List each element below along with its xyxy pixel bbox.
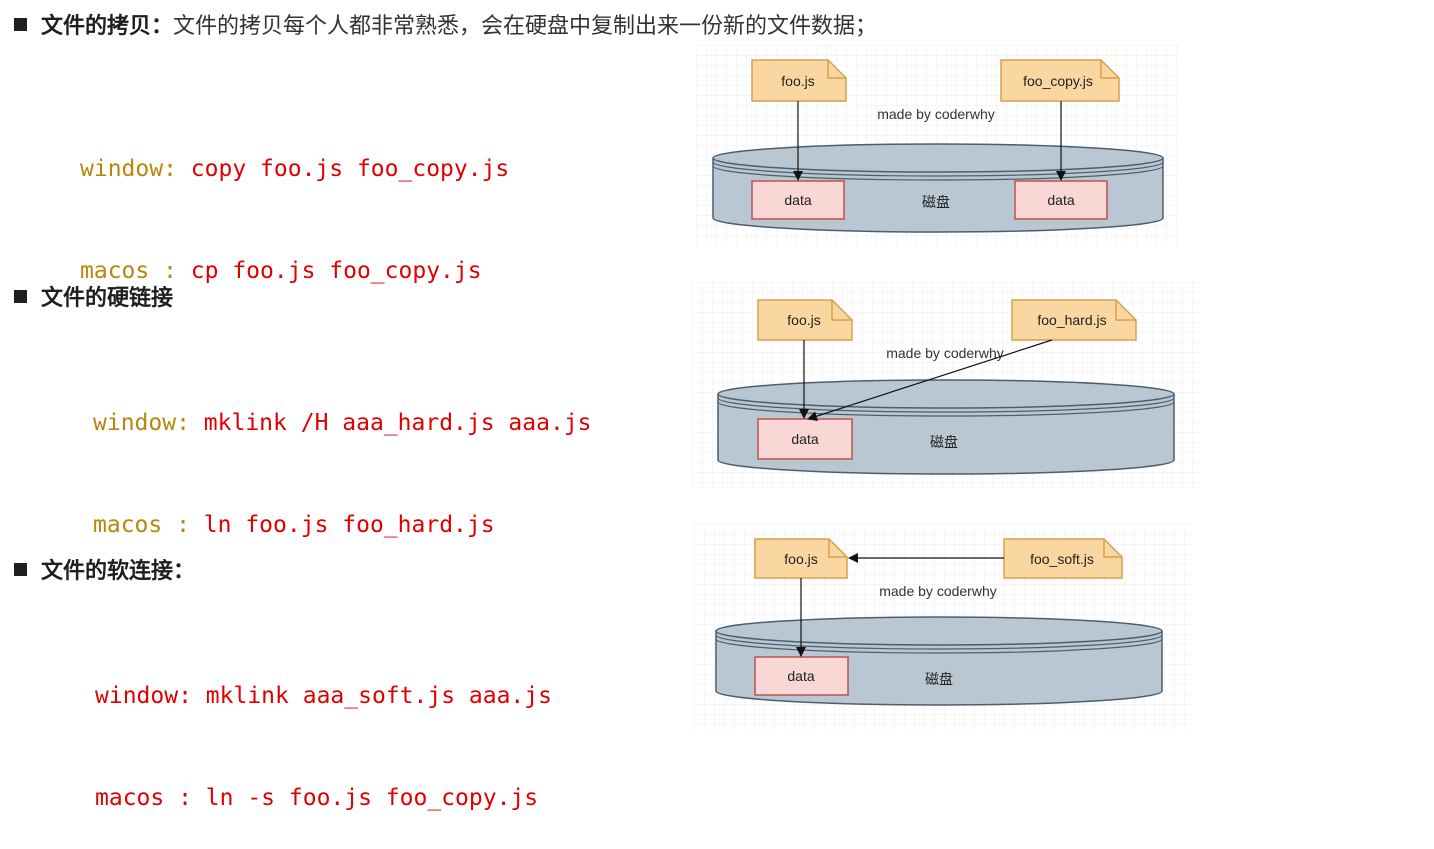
file-note-right-label: foo_copy.js bbox=[1023, 73, 1093, 89]
section-copy-description: 文件的拷贝每个人都非常熟悉，会在硬盘中复制出来一份新的文件数据； bbox=[173, 14, 878, 39]
code-line: window: mklink /H aaa_hard.js aaa.js bbox=[93, 406, 592, 440]
disk-label: 磁盘 bbox=[925, 671, 953, 687]
data-box-label: data bbox=[787, 668, 814, 684]
code-command: cp foo.js foo_copy.js bbox=[190, 258, 482, 284]
diagram-hard: data 磁盘 foo.js foo_hard.js made by coder… bbox=[692, 282, 1200, 488]
file-note-right: foo_hard.js bbox=[1011, 299, 1137, 341]
file-note-right: foo_copy.js bbox=[1000, 59, 1120, 102]
bullet-square-icon bbox=[14, 289, 27, 303]
watermark-text: made by coderwhy bbox=[886, 345, 1004, 361]
code-label: window: bbox=[93, 410, 190, 436]
code-command: copy foo.js foo_copy.js bbox=[190, 156, 510, 182]
data-box bbox=[757, 418, 853, 460]
watermark-text: made by coderwhy bbox=[879, 583, 997, 599]
file-note-left: foo.js bbox=[757, 299, 853, 341]
code-label: macos : bbox=[93, 512, 190, 538]
file-note-left-label: foo.js bbox=[787, 312, 820, 328]
code-label: window: bbox=[95, 683, 192, 709]
watermark-text: made by coderwhy bbox=[877, 106, 995, 122]
code-line: window: copy foo.js foo_copy.js bbox=[80, 152, 509, 186]
data-box-label: data bbox=[791, 431, 818, 447]
code-command: ln foo.js foo_hard.js bbox=[203, 512, 495, 538]
section-copy-colon: ： bbox=[151, 14, 174, 39]
code-line: macos : ln -s foo.js foo_copy.js bbox=[95, 781, 552, 815]
section-copy-title: 文件的拷贝 bbox=[41, 14, 152, 39]
file-note-right-label: foo_hard.js bbox=[1037, 312, 1106, 328]
section-soft-title: 文件的软连接 bbox=[41, 559, 174, 584]
code-block-soft: window: mklink aaa_soft.js aaa.js macos … bbox=[95, 611, 552, 849]
section-hard-heading: 文件的硬链接 bbox=[14, 280, 173, 312]
disk-label: 磁盘 bbox=[930, 434, 958, 450]
data-box-left-label: data bbox=[784, 192, 811, 208]
disk-label: 磁盘 bbox=[922, 194, 950, 210]
bullet-square-icon bbox=[14, 17, 27, 31]
file-note-left-label: foo.js bbox=[781, 73, 814, 89]
code-block-copy: window: copy foo.js foo_copy.js macos : … bbox=[80, 84, 509, 322]
data-box bbox=[754, 656, 849, 696]
file-note-left: foo.js bbox=[754, 538, 848, 579]
data-box-right bbox=[1014, 180, 1108, 220]
bullet-square-icon bbox=[14, 562, 27, 576]
code-label: macos : bbox=[95, 785, 192, 811]
file-note-right-label: foo_soft.js bbox=[1030, 551, 1094, 567]
code-command: mklink /H aaa_hard.js aaa.js bbox=[203, 410, 592, 436]
arrow-right bbox=[807, 339, 1053, 421]
file-note-right: foo_soft.js bbox=[1003, 538, 1123, 579]
code-block-hard: window: mklink /H aaa_hard.js aaa.js mac… bbox=[93, 338, 592, 576]
code-command: mklink aaa_soft.js aaa.js bbox=[205, 683, 552, 709]
diagram-copy: data data 磁盘 foo.js foo_copy.js made by … bbox=[696, 45, 1180, 245]
code-label: window: bbox=[80, 156, 177, 182]
code-command: ln -s foo.js foo_copy.js bbox=[205, 785, 539, 811]
code-line: macos : cp foo.js foo_copy.js bbox=[80, 254, 509, 288]
code-label: macos : bbox=[80, 258, 177, 284]
file-note-left: foo.js bbox=[751, 59, 847, 102]
data-box-left bbox=[751, 180, 845, 220]
section-soft-colon: ： bbox=[173, 559, 196, 584]
file-note-left-label: foo.js bbox=[784, 551, 817, 567]
code-line: macos : ln foo.js foo_hard.js bbox=[93, 508, 592, 542]
code-line: window: mklink aaa_soft.js aaa.js bbox=[95, 679, 552, 713]
data-box-right-label: data bbox=[1047, 192, 1074, 208]
section-hard-title: 文件的硬链接 bbox=[41, 286, 174, 311]
diagram-soft: data 磁盘 foo.js foo_soft.js made by coder… bbox=[694, 524, 1192, 730]
section-soft-heading: 文件的软连接 ： bbox=[14, 553, 195, 585]
section-copy-heading: 文件的拷贝 ： 文件的拷贝每个人都非常熟悉，会在硬盘中复制出来一份新的文件数据； bbox=[14, 8, 877, 40]
